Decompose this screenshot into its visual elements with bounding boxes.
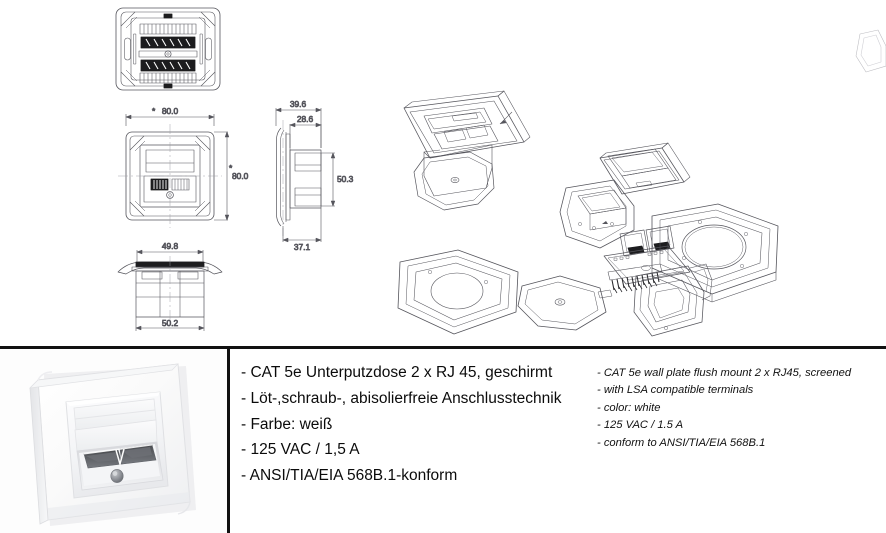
dim-side-depth-inner: 28.6 (297, 114, 314, 124)
spec-de-line: - ANSI/TIA/EIA 568B.1-konform (241, 467, 458, 485)
exploded-back-box (517, 275, 613, 331)
horizontal-divider (0, 346, 886, 349)
bottom-view: 49.8 50.2 (117, 241, 223, 331)
svg-text:*: * (229, 163, 233, 173)
exploded-frame-fragment (397, 249, 519, 335)
dim-front-height: 80.0 (232, 171, 249, 181)
vertical-divider (227, 348, 230, 533)
exploded-insert-carrier (559, 179, 635, 249)
product-photo-panel (0, 350, 227, 533)
spec-en-line: - color: white (597, 401, 661, 414)
side-view: 39.6 28.6 50.3 (275, 99, 354, 252)
spec-de-line: - 125 VAC / 1,5 A (241, 441, 360, 459)
spec-en-line: - conform to ANSI/TIA/EIA 568B.1 (597, 436, 766, 449)
dim-bottom-outer-width: 50.2 (162, 318, 179, 328)
isometric-assembled-view (403, 90, 531, 211)
divider-tick (226, 352, 228, 358)
center-screw (110, 469, 124, 483)
spec-de-line: - Farbe: weiß (241, 415, 333, 433)
exploded-parts-view (397, 29, 886, 337)
dim-side-height: 50.3 (337, 174, 354, 184)
specs-german: - CAT 5e Unterputzdose 2 x RJ 45, geschi… (241, 360, 591, 489)
exploded-cropped-part (855, 29, 886, 73)
drawings-svg: 80.0 * 80.0 * (115, 7, 886, 337)
rj45-ports (83, 444, 157, 469)
dim-front-width: 80.0 (162, 106, 179, 116)
dim-side-depth-outer: 39.6 (290, 99, 307, 109)
spec-en-line: - with LSA compatible terminals (597, 384, 754, 397)
exploded-cover-plate (599, 142, 691, 195)
exploded-mounting-frame (651, 203, 779, 303)
specs-english: - CAT 5e wall plate flush mount 2 x RJ45… (597, 365, 882, 452)
technical-drawings-section: 80.0 * 80.0 * (115, 7, 886, 337)
spec-en-line: - 125 VAC / 1.5 A (597, 419, 684, 432)
front-view: 80.0 * 80.0 * (118, 106, 249, 228)
dim-side-base: 37.1 (294, 242, 311, 252)
exploded-shutter-housing (633, 263, 713, 337)
dim-bottom-inner-width: 49.8 (162, 241, 179, 251)
spec-en-line: - CAT 5e wall plate flush mount 2 x RJ45… (597, 367, 852, 379)
svg-text:*: * (152, 106, 156, 116)
internal-terminal-view (115, 7, 221, 91)
product-photo-wall-plate (0, 350, 227, 533)
spec-de-line: - CAT 5e Unterputzdose 2 x RJ 45, geschi… (241, 364, 553, 381)
spec-de-line: - Löt-,schraub-, abisolierfreie Anschlus… (241, 389, 562, 407)
